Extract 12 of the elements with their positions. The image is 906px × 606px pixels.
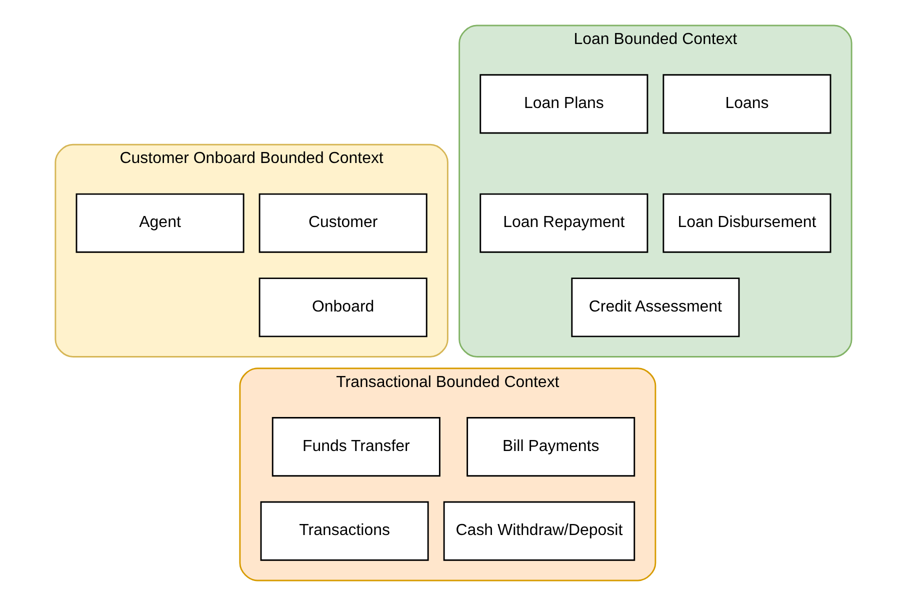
node-box: Loan Plans — [479, 74, 648, 134]
node-box: Customer — [258, 193, 427, 253]
node-box: Onboard — [258, 278, 427, 338]
node-box: Loans — [662, 74, 831, 134]
node-box: Cash Withdraw/Deposit — [442, 501, 635, 561]
node-box: Funds Transfer — [271, 417, 440, 477]
node-box: Transactions — [260, 501, 428, 561]
node-box: Bill Payments — [466, 417, 635, 477]
node-box: Loan Disbursement — [662, 193, 831, 253]
node-box: Loan Repayment — [479, 193, 648, 253]
node-box: Agent — [75, 193, 244, 253]
node-box: Credit Assessment — [570, 278, 740, 338]
